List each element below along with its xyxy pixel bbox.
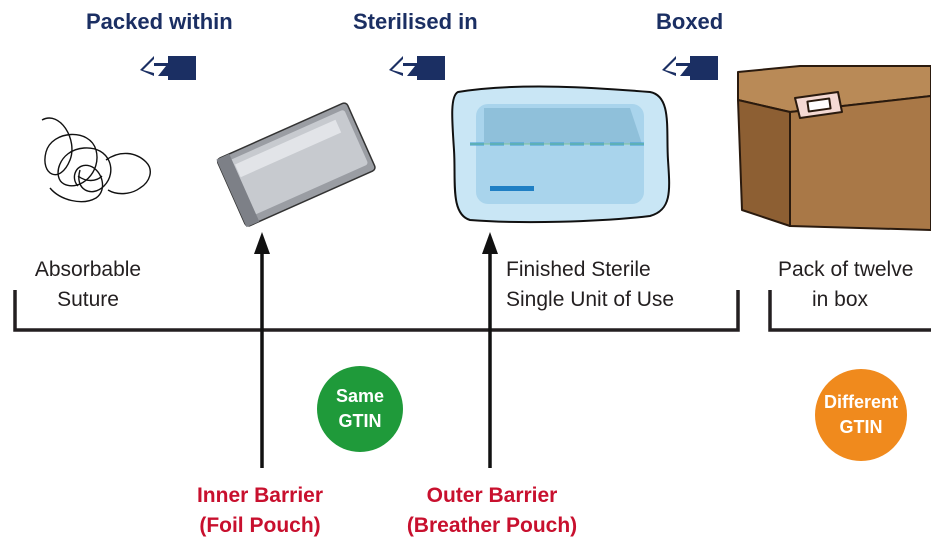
step-arrow-icon bbox=[662, 56, 718, 80]
label-pack-of-twelve: Pack of twelve in box bbox=[778, 258, 914, 311]
step-arrow-icon bbox=[140, 56, 196, 80]
badge-same-gtin: Same GTIN bbox=[317, 366, 403, 452]
breather-pouch-image bbox=[451, 85, 671, 224]
step-boxed: Boxed bbox=[656, 9, 724, 34]
foil-pouch-image bbox=[216, 102, 376, 228]
suture-thread-image bbox=[41, 117, 151, 203]
badge-different-gtin: Different GTIN bbox=[815, 369, 907, 461]
outer-barrier-arrow bbox=[482, 232, 498, 468]
step-sterilised-in: Sterilised in bbox=[353, 9, 478, 34]
step-arrow-icon bbox=[389, 56, 445, 80]
label-finished-sterile: Finished Sterile Single Unit of Use bbox=[506, 258, 675, 311]
label-outer-barrier: Outer Barrier (Breather Pouch) bbox=[406, 484, 578, 537]
label-inner-barrier: Inner Barrier (Foil Pouch) bbox=[196, 484, 324, 537]
step-packed-within: Packed within bbox=[86, 9, 233, 34]
grouping-bracket bbox=[13, 290, 931, 332]
inner-barrier-arrow bbox=[254, 232, 270, 468]
cardboard-box-image bbox=[737, 65, 931, 231]
label-absorbable-suture: Absorbable Suture bbox=[34, 258, 142, 311]
